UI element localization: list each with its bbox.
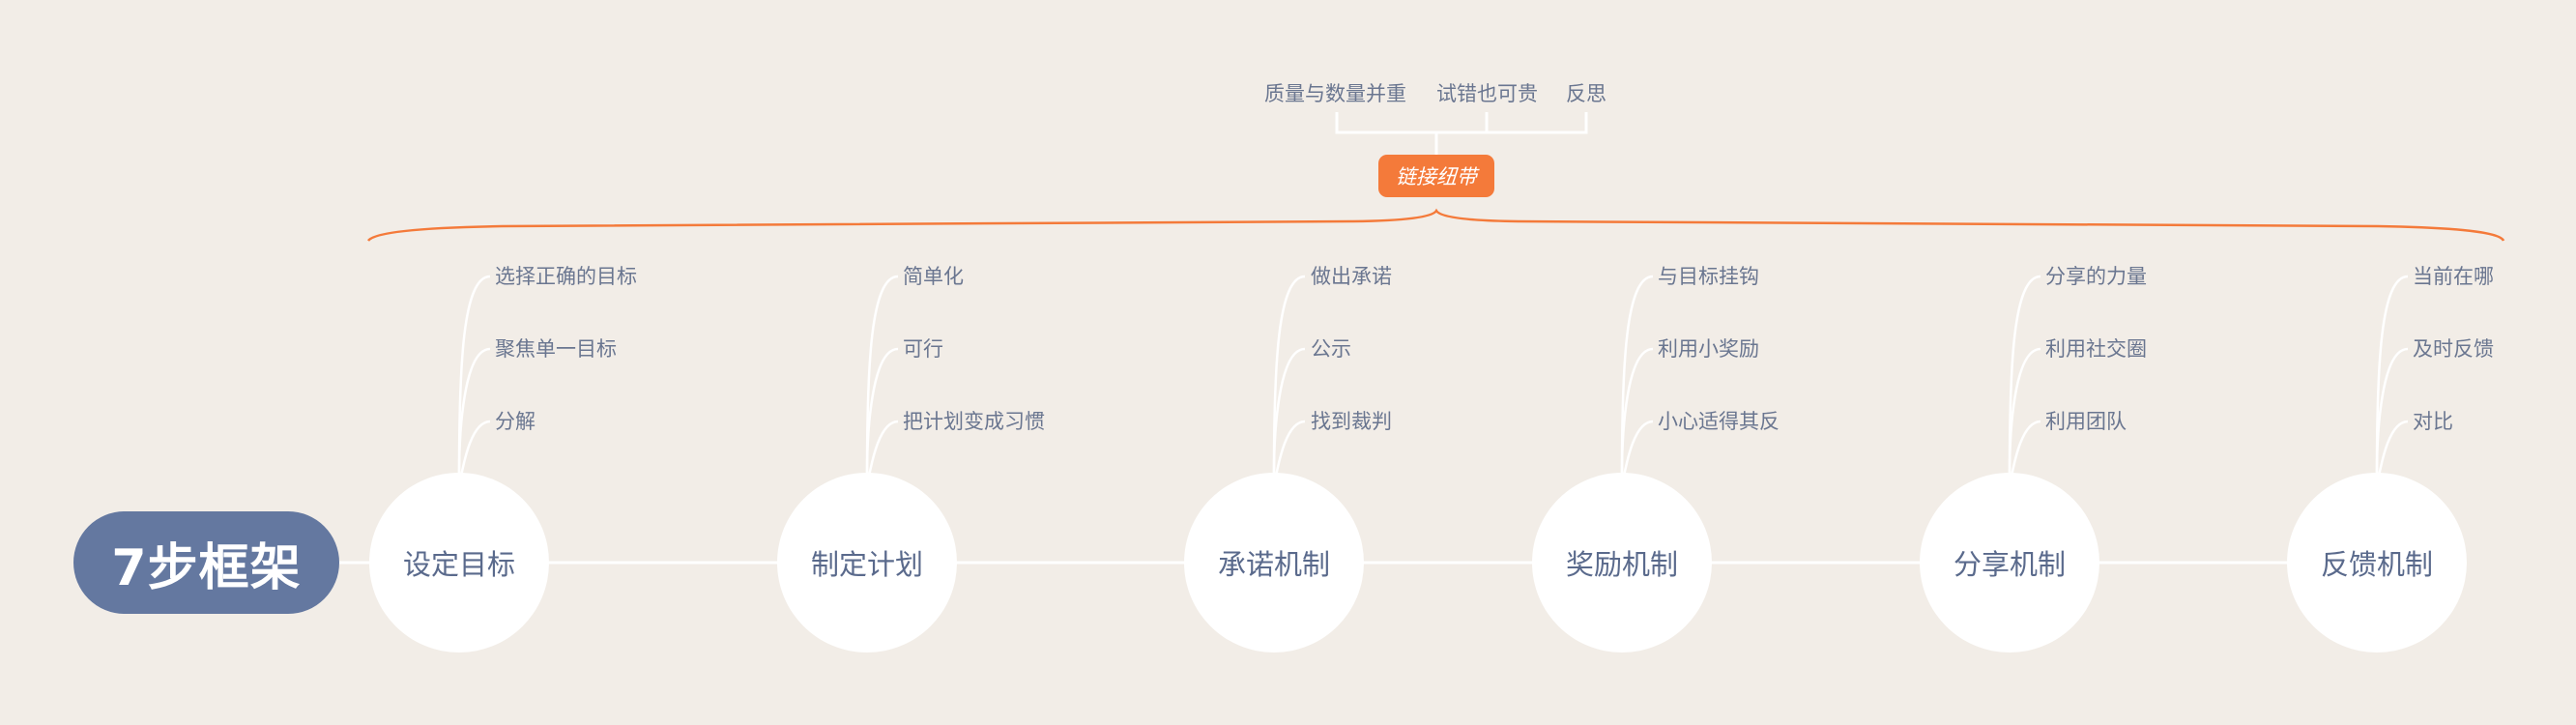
sub-item: 找到裁判 <box>1311 410 1392 433</box>
sub-item: 公示 <box>1311 337 1351 361</box>
sub-item: 与目标挂钩 <box>1658 265 1759 288</box>
branch-curves <box>457 275 2409 484</box>
step-node: 制定计划 <box>777 473 957 652</box>
sub-item: 分解 <box>495 410 535 433</box>
branch-curve <box>865 275 899 476</box>
step-node: 奖励机制 <box>1532 473 1712 652</box>
step-node: 反馈机制 <box>2287 473 2467 652</box>
branch-curve <box>1620 347 1654 476</box>
branch-curve <box>2375 347 2409 476</box>
sub-item: 聚焦单一目标 <box>495 337 617 361</box>
sub-item: 利用团队 <box>2045 410 2127 433</box>
summary-brace <box>366 208 2505 242</box>
branch-curve <box>1272 275 1306 476</box>
sub-item: 利用小奖励 <box>1658 337 1759 361</box>
summary-badge: 链接纽带 <box>1378 155 1494 197</box>
step-node: 分享机制 <box>1920 473 2099 652</box>
root-node: 7步框架 <box>73 511 339 614</box>
step-node: 设定目标 <box>369 473 549 652</box>
step-node: 承诺机制 <box>1184 473 1364 652</box>
branch-curve <box>457 347 491 476</box>
branch-curve <box>1620 275 1654 476</box>
summary-item: 质量与数量并重 <box>1264 82 1406 105</box>
sub-item: 利用社交圈 <box>2045 337 2147 361</box>
sub-item: 可行 <box>903 337 943 361</box>
branch-curve <box>457 275 491 476</box>
sub-item: 简单化 <box>903 265 964 288</box>
sub-item: 对比 <box>2413 410 2453 433</box>
sub-item: 选择正确的目标 <box>495 265 637 288</box>
sub-item: 及时反馈 <box>2413 337 2494 361</box>
sub-item: 做出承诺 <box>1311 265 1392 288</box>
sub-item: 当前在哪 <box>2413 265 2494 288</box>
sub-item: 把计划变成习惯 <box>903 410 1045 433</box>
summary-item: 试错也可贵 <box>1436 82 1538 105</box>
sub-item: 小心适得其反 <box>1658 410 1780 433</box>
branch-curve <box>1272 347 1306 476</box>
branch-curve <box>2008 275 2041 476</box>
branch-curve <box>2375 275 2409 476</box>
sub-item: 分享的力量 <box>2045 265 2147 288</box>
summary-item: 反思 <box>1566 82 1606 105</box>
branch-curve <box>865 347 899 476</box>
branch-curve <box>2008 347 2041 476</box>
summary-item-connector <box>1335 112 1588 155</box>
